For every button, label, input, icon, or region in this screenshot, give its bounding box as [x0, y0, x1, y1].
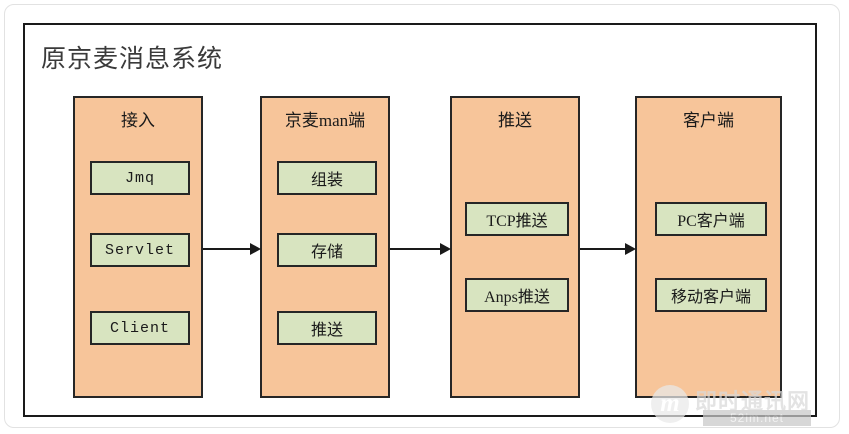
column-push[interactable]: 推送 TCP推送 Anps推送: [450, 96, 580, 398]
column-title-client: 客户端: [683, 111, 734, 130]
arrow-access-to-jingmai-man: [203, 243, 261, 255]
diagram-title: 原京麦消息系统: [41, 46, 224, 73]
arrow-head-icon: [440, 243, 451, 255]
outer-card: 原京麦消息系统 接入 Jmq Servlet Client 京麦man端 组装 …: [4, 4, 840, 428]
item-anps-push[interactable]: Anps推送: [465, 278, 569, 312]
item-mobile-client[interactable]: 移动客户端: [655, 278, 767, 312]
arrow-head-icon: [625, 243, 636, 255]
arrow-push-to-client: [580, 243, 636, 255]
column-client[interactable]: 客户端 PC客户端 移动客户端: [635, 96, 782, 398]
item-jmq[interactable]: Jmq: [90, 161, 190, 195]
column-title-push: 推送: [498, 111, 532, 130]
item-servlet[interactable]: Servlet: [90, 233, 190, 267]
diagram-frame: 原京麦消息系统 接入 Jmq Servlet Client 京麦man端 组装 …: [23, 23, 817, 417]
column-title-access: 接入: [121, 111, 155, 130]
arrow-shaft: [203, 248, 250, 250]
column-access[interactable]: 接入 Jmq Servlet Client: [73, 96, 203, 398]
item-tcp-push[interactable]: TCP推送: [465, 202, 569, 236]
item-client[interactable]: Client: [90, 311, 190, 345]
arrow-jingmai-man-to-push: [390, 243, 451, 255]
item-assemble[interactable]: 组装: [277, 161, 377, 195]
item-push[interactable]: 推送: [277, 311, 377, 345]
arrow-head-icon: [250, 243, 261, 255]
arrow-shaft: [580, 248, 625, 250]
item-storage[interactable]: 存储: [277, 233, 377, 267]
item-pc-client[interactable]: PC客户端: [655, 202, 767, 236]
column-jingmai-man[interactable]: 京麦man端 组装 存储 推送: [260, 96, 390, 398]
arrow-shaft: [390, 248, 440, 250]
column-title-jingmai-man: 京麦man端: [284, 111, 366, 130]
